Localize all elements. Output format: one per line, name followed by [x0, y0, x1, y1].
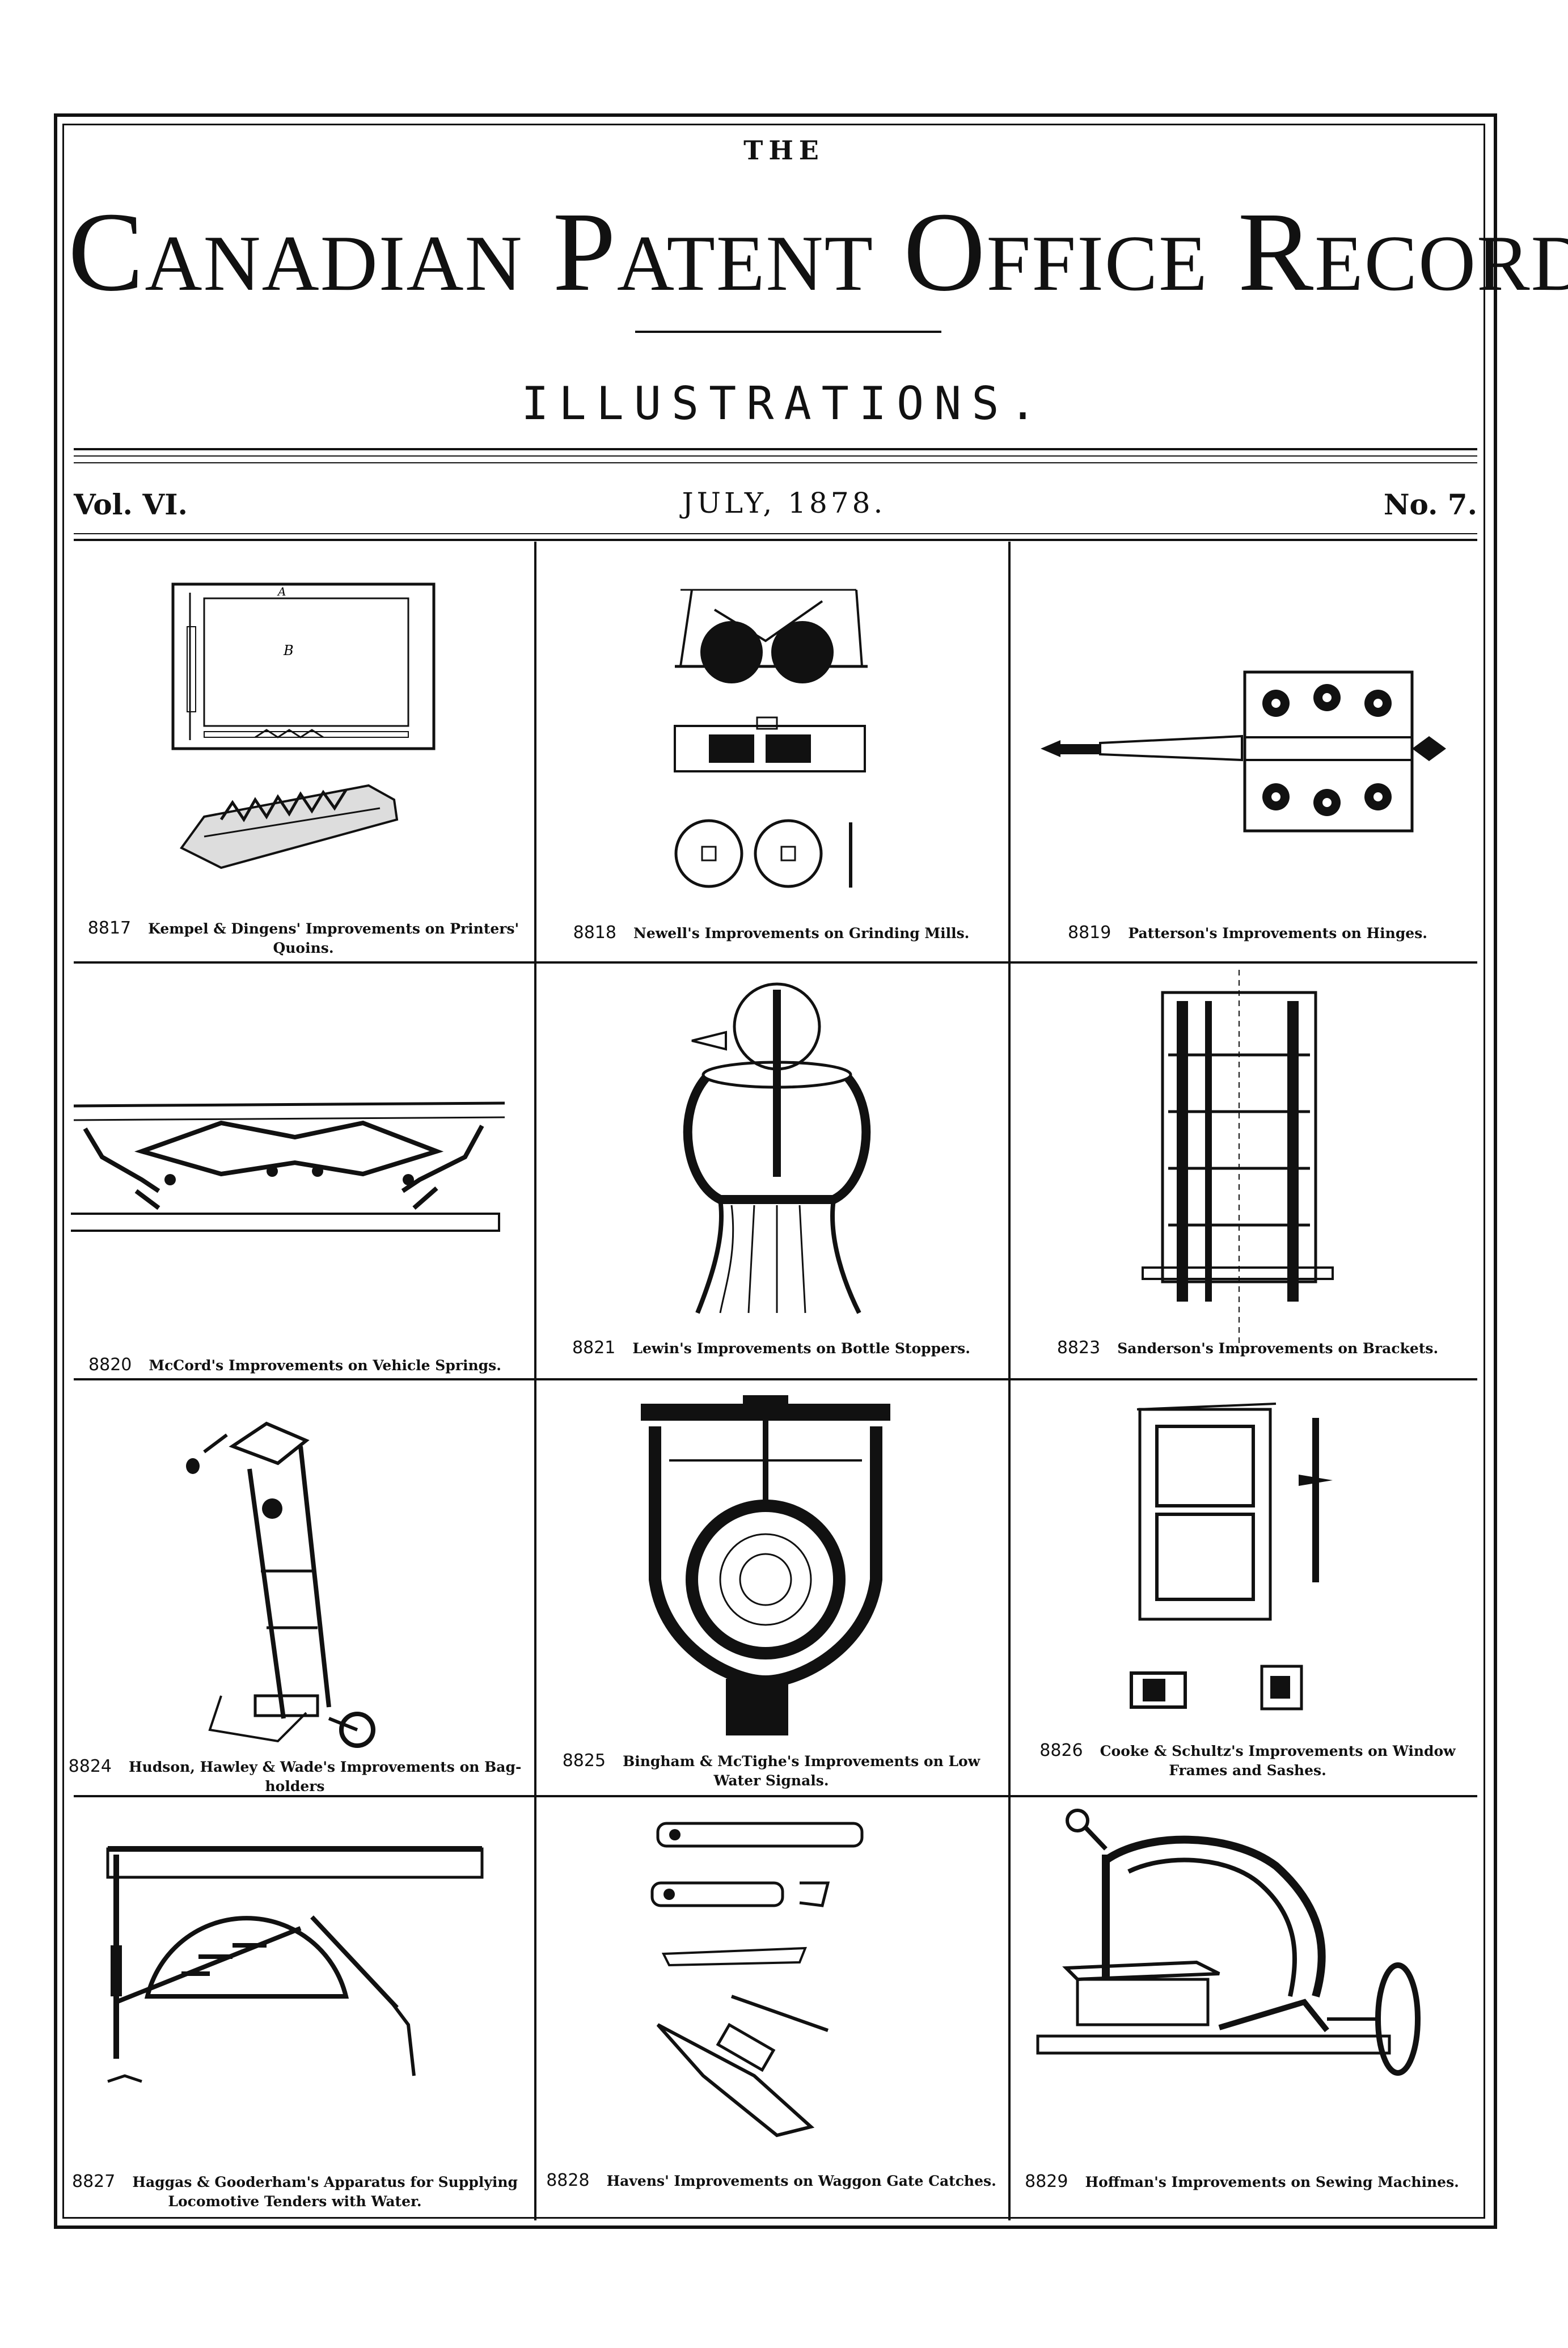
page-outer-frame: [54, 113, 1497, 2229]
window-frame-illustration: [1123, 1395, 1333, 1735]
svg-text:B: B: [283, 643, 294, 658]
vehicle-spring-illustration: [68, 1095, 510, 1242]
row-divider-3: [74, 1795, 1477, 1797]
column-divider-2: [1008, 542, 1011, 2220]
masthead-subtitle: ILLUSTRATIONS.: [521, 377, 1047, 430]
grinding-mill-illustration: [646, 567, 890, 907]
masthead-title: Canadian Patent Office Record.: [68, 189, 1568, 315]
header-rule-top-thin: [74, 455, 1477, 457]
gate-catch-illustration: [641, 1809, 879, 2161]
masthead-divider: [635, 331, 941, 333]
bracket-illustration: [1134, 970, 1344, 1344]
hinge-illustration: [1041, 669, 1446, 839]
header-rule-bottom: [74, 539, 1477, 541]
quoin-illustration: B A: [170, 581, 437, 876]
svg-text:A: A: [277, 585, 286, 598]
header-rule-top: [74, 448, 1477, 450]
bottle-stopper-illustration: [663, 978, 890, 1319]
sewing-machine-illustration: [1032, 1809, 1440, 2127]
issue-date: JULY, 1878.: [682, 487, 886, 520]
volume-label: Vol. VI.: [74, 488, 188, 521]
locomotive-tender-illustration: [96, 1832, 493, 2098]
header-rule-bottom-thin: [74, 533, 1477, 534]
masthead-the: THE: [743, 135, 825, 166]
row-divider-1: [74, 961, 1477, 964]
bag-holder-illustration: [186, 1390, 425, 1752]
page-inner-frame: [62, 124, 1485, 2219]
water-signal-illustration: [641, 1395, 890, 1735]
header-rule-top-thin2: [74, 462, 1477, 463]
row-divider-2: [74, 1378, 1477, 1380]
column-divider-1: [534, 542, 536, 2220]
issue-number: No. 7.: [1383, 488, 1477, 521]
